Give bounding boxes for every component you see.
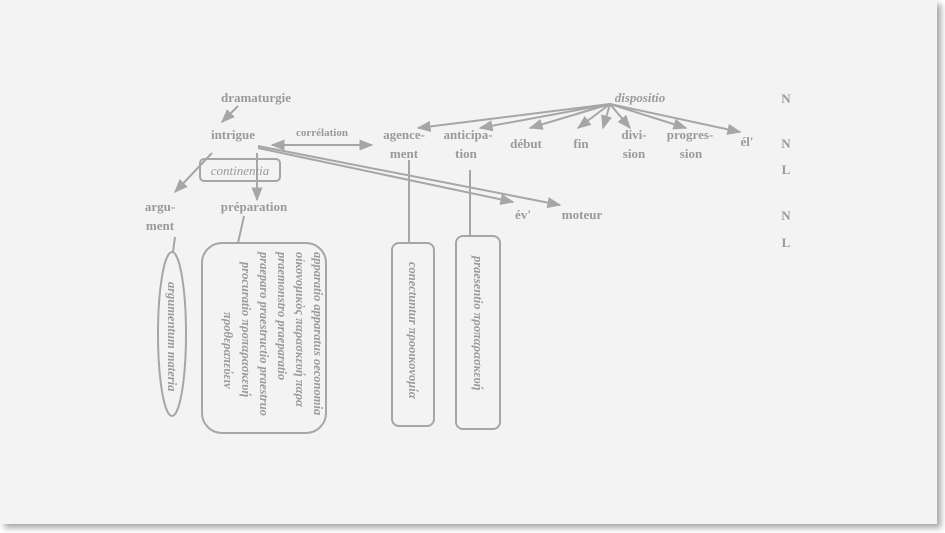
arrow-dispositio-el — [609, 103, 742, 135]
node-moteur: moteur — [562, 207, 603, 222]
row-marker-5: L — [782, 235, 791, 250]
node-argument-line2: ment — [146, 218, 175, 233]
preparation-term-6: προθεραπεύειν — [221, 312, 235, 389]
arrow-dramaturgie-intrigue — [221, 105, 239, 123]
line-preparation-box — [237, 215, 245, 244]
node-argument-line1: argu- — [145, 199, 175, 214]
preparation-terms-box — [201, 242, 327, 434]
node-el: él' — [741, 134, 754, 149]
node-debut: début — [510, 136, 542, 151]
agencement-terms-box — [391, 242, 435, 427]
anticipation-terms-box — [455, 235, 501, 430]
arrow-dispositio-debut — [528, 103, 611, 130]
row-marker-2: N — [781, 136, 791, 151]
node-agencement-line2: ment — [390, 146, 419, 161]
line-argument-box — [172, 236, 176, 253]
diagram-panel: dramaturgie intrigue corrélation agence-… — [0, 0, 937, 524]
node-ev: év' — [515, 207, 531, 222]
node-continentia: continentia — [211, 163, 270, 178]
row-marker-3: L — [782, 162, 791, 177]
node-dramaturgie: dramaturgie — [221, 90, 291, 105]
preparation-terms-text: apparatio apparatus oeconomia οἰκονομικὸ… — [221, 251, 325, 416]
preparation-term-2: οἰκονομικὸς παρασκευή παρα — [293, 252, 307, 408]
preparation-term-5: procuratio προπαρασκευή — [239, 261, 253, 397]
row-markers: N N L N L — [781, 91, 791, 250]
arrow-dispositio-progression — [609, 103, 688, 130]
argumentum-text: argumentum materia — [165, 282, 179, 391]
node-division-line1: divi- — [621, 127, 646, 142]
node-preparation: préparation — [221, 199, 288, 214]
node-progression-line1: progres- — [667, 127, 713, 142]
preparation-term-3: praemonstro praeparatio — [275, 251, 289, 380]
node-intrigue: intrigue — [211, 127, 255, 142]
preparation-term-1: apparatio apparatus oeconomia — [311, 252, 325, 415]
node-division-line2: sion — [623, 146, 646, 161]
node-fin: fin — [573, 136, 589, 151]
node-dispositio: dispositio — [615, 90, 666, 105]
preparation-term-4: praeparo praestructio praestruo — [257, 251, 271, 416]
agencement-terms-text: conectuntur προοικονομία — [406, 262, 420, 400]
row-marker-4: N — [781, 208, 791, 223]
arrow-dispositio-division — [609, 103, 631, 130]
anticipation-term-1: praesentio προπαρασκευή — [471, 255, 485, 391]
argumentum-ellipse — [157, 251, 187, 417]
node-progression-line2: sion — [680, 146, 703, 161]
node-anticipation-line2: tion — [455, 146, 477, 161]
argumentum-term-1: argumentum materia — [165, 282, 179, 391]
node-agencement-line1: agence- — [383, 127, 425, 142]
arrow-dispositio-fin — [576, 103, 611, 129]
concept-diagram: dramaturgie intrigue corrélation agence-… — [145, 90, 791, 434]
arrow-dispositio-anticipation — [478, 103, 611, 132]
continentia-box — [199, 158, 281, 182]
arrow-dispositio-agencement — [416, 103, 611, 132]
label-correlation: corrélation — [296, 127, 348, 139]
anticipation-terms-text: praesentio προπαρασκευή — [471, 255, 485, 391]
agencement-term-1: conectuntur προοικονομία — [406, 262, 420, 400]
row-marker-1: N — [781, 91, 791, 106]
node-anticipation-line1: anticipa- — [443, 127, 492, 142]
node-labels: dramaturgie intrigue corrélation agence-… — [145, 90, 754, 233]
arrow-dispositio-sequence — [601, 103, 612, 130]
